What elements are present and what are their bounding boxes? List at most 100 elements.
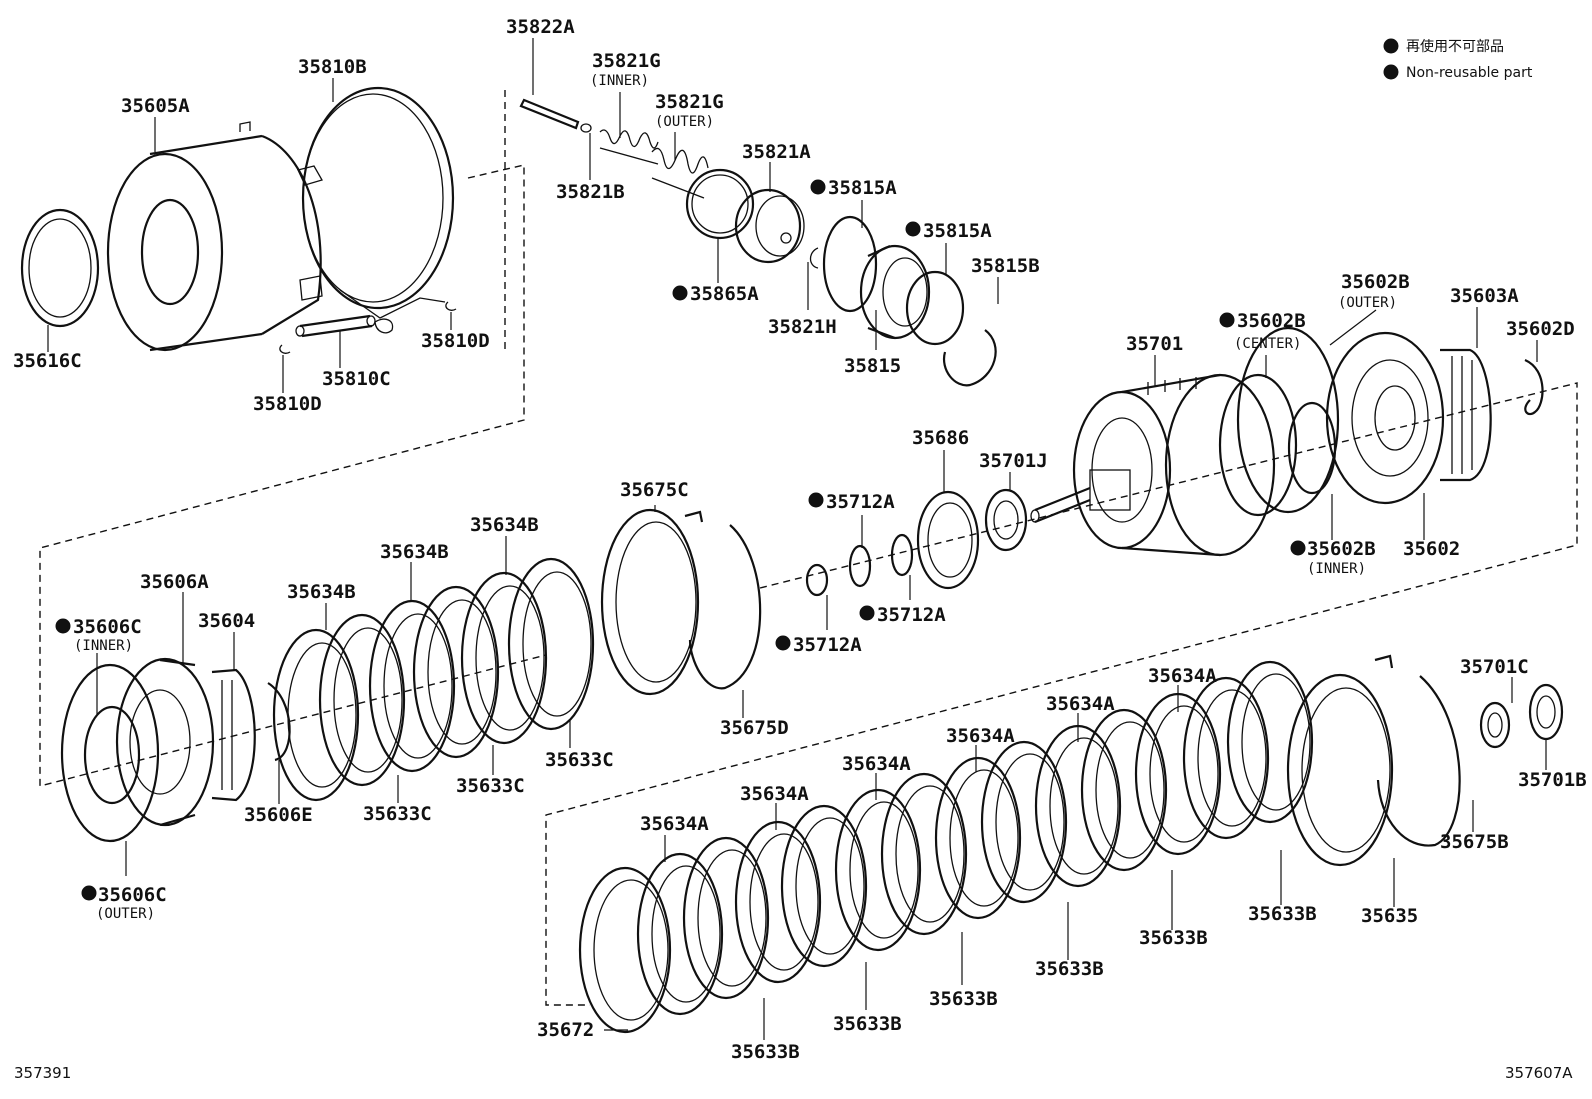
part-label: 35810C [322,368,391,390]
part-label: 35810B [298,56,367,78]
part-label-sub: (CENTER) [1234,336,1301,352]
clips-35810D [279,301,457,354]
part-label: 35821B [556,181,625,203]
spring-35821G-outer [651,147,709,199]
part-label: 35633B [833,1013,902,1035]
non-reusable-dot-icon [859,605,875,621]
plate-35635 [1286,673,1394,867]
spring-35821G-inner [599,129,659,165]
part-label-sub: (OUTER) [1338,295,1397,311]
o-ring-35602B-inner [1287,401,1337,495]
part-label: 35634B [287,581,356,603]
part-label: 35606E [244,804,313,826]
part-label: 35821A [742,141,811,163]
clutch-pack-lower [578,660,1314,1034]
legend-english: Non-reusable part [1406,65,1533,81]
washer-35686 [916,490,980,590]
figure-code-right: 357607A [1505,1064,1573,1082]
non-reusable-dot-icon [1383,64,1399,80]
snap-ring-35821H [809,247,819,269]
part-label: 35810D [421,330,490,352]
o-ring-35602B-outer [1236,326,1340,514]
non-reusable-markers [55,179,1306,901]
snap-ring-35815B [942,329,997,387]
part-label: 35633B [1139,927,1208,949]
piston-35606A [115,657,215,827]
part-label: 35602B [1341,271,1410,293]
part-label: 35616C [13,350,82,372]
piston-35821A [734,188,805,264]
spring-retainer-35603A [1440,348,1492,482]
part-label: 35701C [1460,656,1529,678]
part-label: 35633C [545,749,614,771]
snap-ring-35675D [684,510,762,690]
drum-35701 [1030,373,1276,557]
part-label: 35701 [1126,333,1183,355]
non-reusable-dot-icon [55,618,71,634]
part-label: 35606C [98,884,167,906]
leader-lines [47,38,1547,1040]
plate-35675C [600,508,700,696]
part-label: 35634A [946,725,1015,747]
non-reusable-dot-icon [1219,312,1235,328]
part-label: 35603A [1450,285,1519,307]
o-rings-35712A [805,533,914,597]
non-reusable-dot-icon [1290,540,1306,556]
part-label: 35822A [506,16,575,38]
part-label: 35634B [470,514,539,536]
legend-japanese: 再使用不可部品 [1406,38,1504,55]
ring-35865A [685,168,755,240]
o-ring-35602B-center [1218,373,1298,517]
piston-35815 [859,244,931,340]
part-label: 35712A [877,604,946,626]
part-label: 35821G [655,91,724,113]
assembly-guide-lines [39,90,1578,1006]
part-label: 35712A [793,634,862,656]
non-reusable-dot-icon [775,635,791,651]
snap-ring-35602D [1524,358,1544,416]
part-label: 35675D [720,717,789,739]
snap-ring-35675B [1374,654,1461,847]
part-label: 35602B [1237,310,1306,332]
part-label: 35633C [456,775,525,797]
part-label: 35815A [828,177,897,199]
part-label: 35633B [1248,903,1317,925]
part-label: 35635 [1361,905,1418,927]
part-label: 35810D [253,393,322,415]
part-label-sub: (OUTER) [96,906,155,922]
bearing-35701J [984,488,1028,552]
pin-35810C [295,314,376,338]
part-label: 35605A [121,95,190,117]
non-reusable-dot-icon [672,285,688,301]
part-label-sub: (INNER) [1307,561,1366,577]
part-label: 35606C [73,616,142,638]
washer-35701C [1479,701,1511,749]
non-reusable-dot-icon [905,221,921,237]
part-label: 35634A [842,753,911,775]
part-label: 35634B [380,541,449,563]
part-label: 35686 [912,427,969,449]
non-reusable-dot-icon [808,492,824,508]
o-ring-35606C-inner [83,705,141,805]
part-label: 35675B [1440,831,1509,853]
part-label: 35865A [690,283,759,305]
part-label: 35633C [363,803,432,825]
spring-retainer-35604 [211,668,256,802]
part-label: 35815A [923,220,992,242]
part-label: 35701J [979,450,1048,472]
part-label: 35675C [620,479,689,501]
part-label: 35602B [1307,538,1376,560]
band-35810B [301,86,455,334]
part-label: 35712A [826,491,895,513]
part-label: 35701B [1518,769,1587,791]
piston-35602 [1325,331,1445,505]
part-label: 35634A [640,813,709,835]
non-reusable-dot-icon [1383,38,1399,54]
part-label: 35602D [1506,318,1575,340]
figure-code-left: 357391 [14,1064,71,1082]
part-label: 35634A [1148,665,1217,687]
part-label: 35633B [731,1041,800,1063]
o-ring-35606C-outer [60,663,160,843]
thrust-washer-35616C [20,208,100,328]
